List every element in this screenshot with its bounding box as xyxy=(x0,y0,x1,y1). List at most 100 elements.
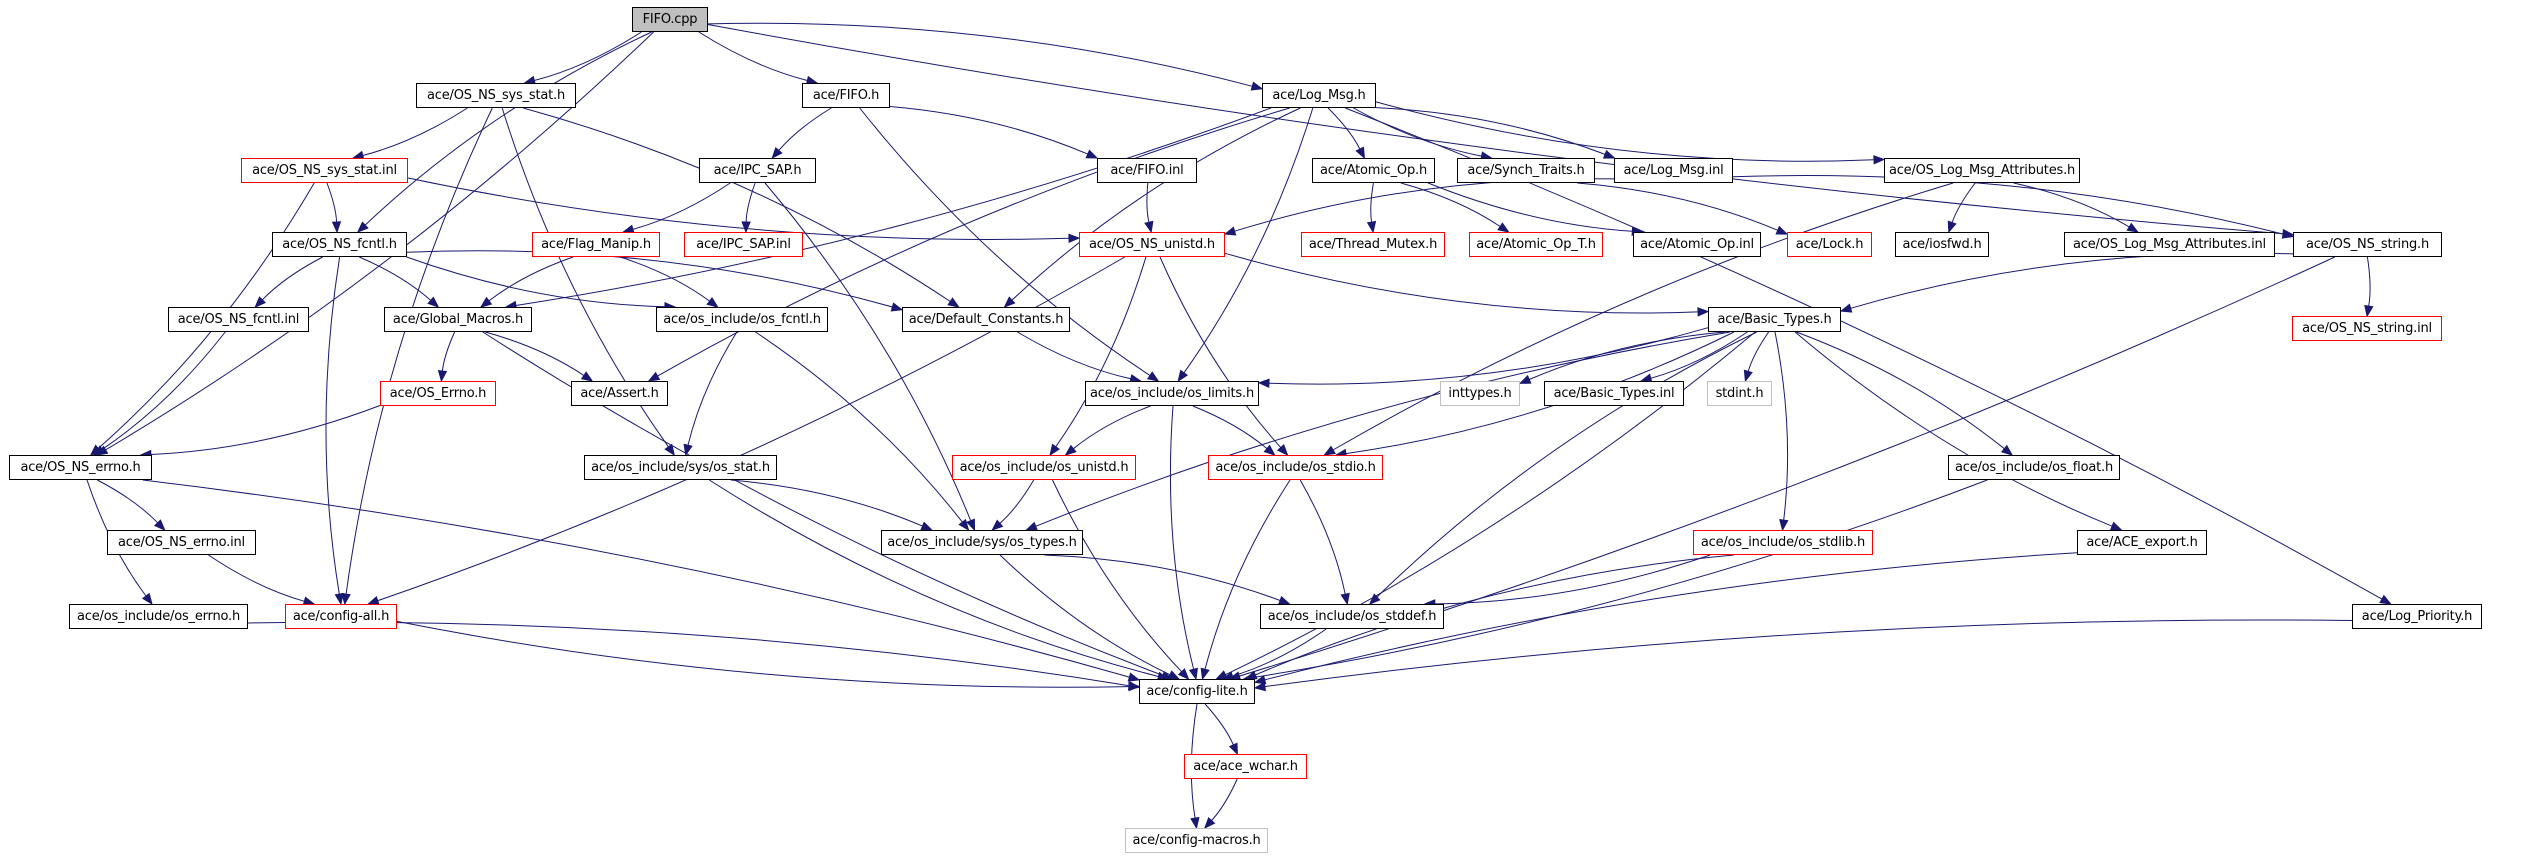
node-os-include-os-fcntl-h[interactable]: ace/os_include/os_fcntl.h xyxy=(656,307,828,332)
node-ipc-sap-inl[interactable]: ace/IPC_SAP.inl xyxy=(684,232,803,257)
node-os-include-os-stdio-h[interactable]: ace/os_include/os_stdio.h xyxy=(1208,455,1383,480)
node-os-ns-string-h[interactable]: ace/OS_NS_string.h xyxy=(2293,232,2442,257)
node-label: ace/FIFO.inl xyxy=(1110,163,1184,178)
edge-os_ns_sys_stat_inl-to-os_ns_fcntl_h xyxy=(326,182,338,223)
edge-os_ns_sys_stat_h-to-config_all_h xyxy=(345,107,493,595)
node-fifo-cpp[interactable]: FIFO.cpp xyxy=(632,7,708,32)
node-basic-types-inl[interactable]: ace/Basic_Types.inl xyxy=(1544,381,1684,406)
node-atomic-op-h[interactable]: ace/Atomic_Op.h xyxy=(1312,158,1435,183)
node-os-include-os-stdlib-h[interactable]: ace/os_include/os_stdlib.h xyxy=(1693,530,1873,555)
arrowhead-icon xyxy=(1146,371,1160,382)
node-config-lite-h[interactable]: ace/config-lite.h xyxy=(1139,679,1255,704)
node-label: ace/OS_NS_string.inl xyxy=(2302,321,2432,336)
node-os-ns-fcntl-inl[interactable]: ace/OS_NS_fcntl.inl xyxy=(168,307,309,332)
arrowhead-icon xyxy=(741,221,751,234)
node-os-include-sys-os-types-h[interactable]: ace/os_include/sys/os_types.h xyxy=(881,530,1083,555)
edge-basic_types_h-to-sys_os_types_h xyxy=(1035,331,1731,527)
arrowhead-icon xyxy=(1064,444,1077,456)
arrowhead-icon xyxy=(2126,222,2139,233)
node-os-ns-errno-inl[interactable]: ace/OS_NS_errno.inl xyxy=(107,530,256,555)
arrowhead-icon xyxy=(1947,220,1957,234)
node-os-ns-fcntl-h[interactable]: ace/OS_NS_fcntl.h xyxy=(272,232,407,257)
node-os-include-os-limits-h[interactable]: ace/os_include/os_limits.h xyxy=(1085,381,1259,406)
node-label: ace/Lock.h xyxy=(1795,237,1864,252)
node-os-include-os-unistd-h[interactable]: ace/os_include/os_unistd.h xyxy=(952,455,1136,480)
arrowhead-icon xyxy=(1250,81,1264,91)
node-label: ace/os_include/os_fcntl.h xyxy=(663,312,821,327)
node-label: ace/Log_Msg.h xyxy=(1272,88,1366,103)
node-inttypes-h[interactable]: inttypes.h xyxy=(1440,381,1520,406)
edge-os_ns_errno_h-to-os_ns_errno_inl xyxy=(97,479,159,524)
node-os-include-os-errno-h[interactable]: ace/os_include/os_errno.h xyxy=(69,604,248,629)
node-label: ace/os_include/os_unistd.h xyxy=(959,460,1129,475)
arrowhead-icon xyxy=(1276,444,1289,457)
node-label: ace/os_include/os_stdlib.h xyxy=(1700,535,1866,550)
node-atomic-op-t-h[interactable]: ace/Atomic_Op_T.h xyxy=(1469,232,1603,257)
node-label: inttypes.h xyxy=(1448,386,1512,401)
arrowhead-icon xyxy=(647,371,661,382)
node-os-include-os-float-h[interactable]: ace/os_include/os_float.h xyxy=(1948,455,2120,480)
arrowhead-icon xyxy=(1228,742,1238,756)
node-synch-traits-h[interactable]: ace/Synch_Traits.h xyxy=(1457,158,1595,183)
node-ace-wchar-h[interactable]: ace/ace_wchar.h xyxy=(1184,754,1307,779)
arrowhead-icon xyxy=(1602,149,1616,159)
edge-sys_os_stat_h-to-sys_os_types_h xyxy=(730,479,923,527)
node-lock-h[interactable]: ace/Lock.h xyxy=(1787,232,1872,257)
edge-ipc_sap_h-to-flag_manip_h xyxy=(632,182,731,230)
arrowhead-icon xyxy=(356,221,369,233)
arrowhead-icon xyxy=(1167,670,1181,680)
node-log-msg-h[interactable]: ace/Log_Msg.h xyxy=(1262,83,1376,108)
arrowhead-icon xyxy=(1366,220,1377,234)
node-log-priority-h[interactable]: ace/Log_Priority.h xyxy=(2352,604,2482,629)
edge-atomic_op_h-to-atomic_op_t_h xyxy=(1400,182,1501,227)
node-label: ace/OS_NS_sys_stat.h xyxy=(427,88,565,103)
node-os-ns-sys-stat-inl[interactable]: ace/OS_NS_sys_stat.inl xyxy=(241,158,408,183)
edge-fifo_cpp-to-os_ns_sys_stat_h xyxy=(534,31,642,81)
node-iosfwd-h[interactable]: ace/iosfwd.h xyxy=(1895,232,1989,257)
node-default-constants-h[interactable]: ace/Default_Constants.h xyxy=(902,307,1070,332)
node-os-ns-errno-h[interactable]: ace/OS_NS_errno.h xyxy=(9,455,152,480)
node-atomic-op-inl[interactable]: ace/Atomic_Op.inl xyxy=(1633,232,1761,257)
node-fifo-inl[interactable]: ace/FIFO.inl xyxy=(1097,158,1197,183)
arrowhead-icon xyxy=(890,302,904,312)
arrowhead-icon xyxy=(1775,225,1789,235)
edge-os_stdio_h-to-os_stddef_h xyxy=(1299,479,1346,595)
edge-log_msg_h-to-global_macros_h xyxy=(515,107,1272,306)
node-basic-types-h[interactable]: ace/Basic_Types.h xyxy=(1708,307,1841,332)
node-label: ace/Synch_Traits.h xyxy=(1467,163,1585,178)
arrowhead-icon xyxy=(706,297,719,308)
node-label: ace/IPC_SAP.h xyxy=(713,163,802,178)
edge-sys_os_types_h-to-os_stddef_h xyxy=(1044,554,1281,601)
node-os-log-msg-attributes-h[interactable]: ace/OS_Log_Msg_Attributes.h xyxy=(1884,158,2080,183)
node-flag-manip-h[interactable]: ace/Flag_Manip.h xyxy=(532,232,660,257)
edge-fifo_h-to-os_limits_h xyxy=(859,107,1151,376)
node-config-macros-h[interactable]: ace/config-macros.h xyxy=(1125,828,1268,853)
node-thread-mutex-h[interactable]: ace/Thread_Mutex.h xyxy=(1301,232,1445,257)
node-label: ace/Log_Priority.h xyxy=(2361,609,2473,624)
node-os-errno-h[interactable]: ace/OS_Errno.h xyxy=(380,381,496,406)
node-log-msg-inl[interactable]: ace/Log_Msg.inl xyxy=(1614,158,1733,183)
node-ipc-sap-h[interactable]: ace/IPC_SAP.h xyxy=(699,158,816,183)
node-config-all-h[interactable]: ace/config-all.h xyxy=(285,604,397,629)
node-label: ace/iosfwd.h xyxy=(1902,237,1982,252)
node-label: ace/Thread_Mutex.h xyxy=(1308,237,1438,252)
edge-basic_types_h-to-ace_export_h xyxy=(1794,331,2113,527)
node-global-macros-h[interactable]: ace/Global_Macros.h xyxy=(384,307,532,332)
node-label: ace/OS_NS_unistd.h xyxy=(1089,237,1215,252)
node-os-log-msg-attributes-inl[interactable]: ace/OS_Log_Msg_Attributes.inl xyxy=(2064,232,2275,257)
arrowhead-icon xyxy=(920,521,934,531)
node-os-include-os-stddef-h[interactable]: ace/os_include/os_stddef.h xyxy=(1260,604,1444,629)
node-fifo-h[interactable]: ace/FIFO.h xyxy=(802,83,890,108)
node-os-ns-sys-stat-h[interactable]: ace/OS_NS_sys_stat.h xyxy=(416,83,576,108)
node-assert-h[interactable]: ace/Assert.h xyxy=(571,381,668,406)
edge-os_errno_ace_h-to-os_ns_errno_h xyxy=(150,405,381,455)
arrowhead-icon xyxy=(1127,672,1141,682)
node-os-ns-unistd-h[interactable]: ace/OS_NS_unistd.h xyxy=(1079,232,1225,257)
edge-os_ns_sys_stat_h-to-default_constants_h xyxy=(523,107,951,302)
node-os-include-sys-os-stat-h[interactable]: ace/os_include/sys/os_stat.h xyxy=(584,455,777,480)
node-stdint-h[interactable]: stdint.h xyxy=(1707,381,1772,406)
node-os-ns-string-inl[interactable]: ace/OS_NS_string.inl xyxy=(2292,316,2442,341)
arrowhead-icon xyxy=(1003,296,1016,308)
arrowhead-icon xyxy=(1340,592,1350,606)
node-ace-export-h[interactable]: ace/ACE_export.h xyxy=(2077,530,2207,555)
